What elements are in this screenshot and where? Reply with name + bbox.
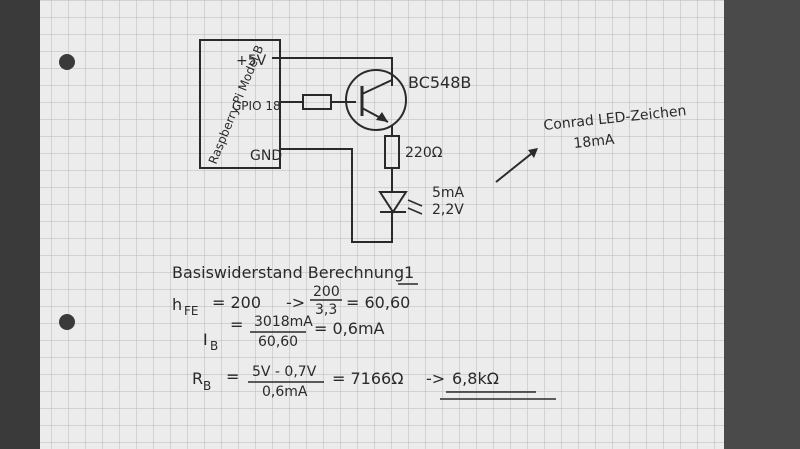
paper-shadow bbox=[724, 0, 800, 449]
led-triangle bbox=[378, 191, 408, 214]
rb-sub: B bbox=[203, 379, 211, 393]
rb-final: 6,8kΩ bbox=[452, 369, 499, 388]
pi-board bbox=[199, 39, 281, 169]
calc-heading-mark: 1 bbox=[404, 263, 414, 282]
transistor-collector bbox=[361, 79, 393, 95]
paper-grid bbox=[40, 0, 724, 449]
note-arrow-line bbox=[495, 149, 537, 183]
ib-num: 3018mA bbox=[254, 314, 313, 330]
hfe-num: 200 bbox=[313, 284, 340, 300]
binder-hole-top bbox=[59, 54, 75, 70]
rb-den: 0,6mA bbox=[262, 384, 308, 400]
rb-arrow: -> bbox=[426, 369, 445, 388]
led-light-arrow-1 bbox=[407, 199, 423, 207]
note-arrow-head bbox=[528, 148, 538, 158]
rb-label: R bbox=[192, 369, 203, 388]
hfe-label: h bbox=[172, 295, 182, 314]
ib-result: = 0,6mA bbox=[314, 319, 385, 338]
hfe-result: = 60,60 bbox=[346, 293, 410, 312]
rb-eq: = bbox=[226, 367, 239, 386]
label-gpio: GPIO 18 bbox=[232, 99, 281, 113]
ib-den: 60,60 bbox=[258, 334, 298, 350]
transistor-body bbox=[345, 69, 407, 131]
label-transistor: BC548B bbox=[408, 73, 471, 92]
emitter-arrow bbox=[376, 112, 388, 122]
wire-led-to-gnd bbox=[280, 148, 393, 243]
ib-eq: = bbox=[230, 315, 243, 334]
binder-hole-bottom bbox=[59, 314, 75, 330]
ib-label: I bbox=[203, 330, 208, 349]
label-gnd: GND bbox=[250, 148, 282, 164]
rb-num: 5V - 0,7V bbox=[252, 364, 317, 380]
ib-sub: B bbox=[210, 339, 218, 353]
calc-heading: Basiswiderstand Berechnung bbox=[172, 263, 404, 282]
hfe-den: 3,3 bbox=[315, 302, 337, 318]
hfe-eq: = 200 bbox=[212, 293, 261, 312]
rb-result: = 7166Ω bbox=[332, 369, 403, 388]
hfe-sub: FE bbox=[184, 304, 198, 318]
label-led-resistor: 220Ω bbox=[405, 145, 443, 161]
label-led-voltage: 2,2V bbox=[432, 202, 464, 218]
led-light-arrow-2 bbox=[407, 207, 423, 215]
label-plus5v: +5V bbox=[236, 53, 267, 69]
hfe-arrow: -> bbox=[286, 293, 305, 312]
note-line-2: 18mA bbox=[573, 132, 616, 152]
label-led-current: 5mA bbox=[432, 185, 465, 201]
wire-5v bbox=[272, 57, 393, 86]
